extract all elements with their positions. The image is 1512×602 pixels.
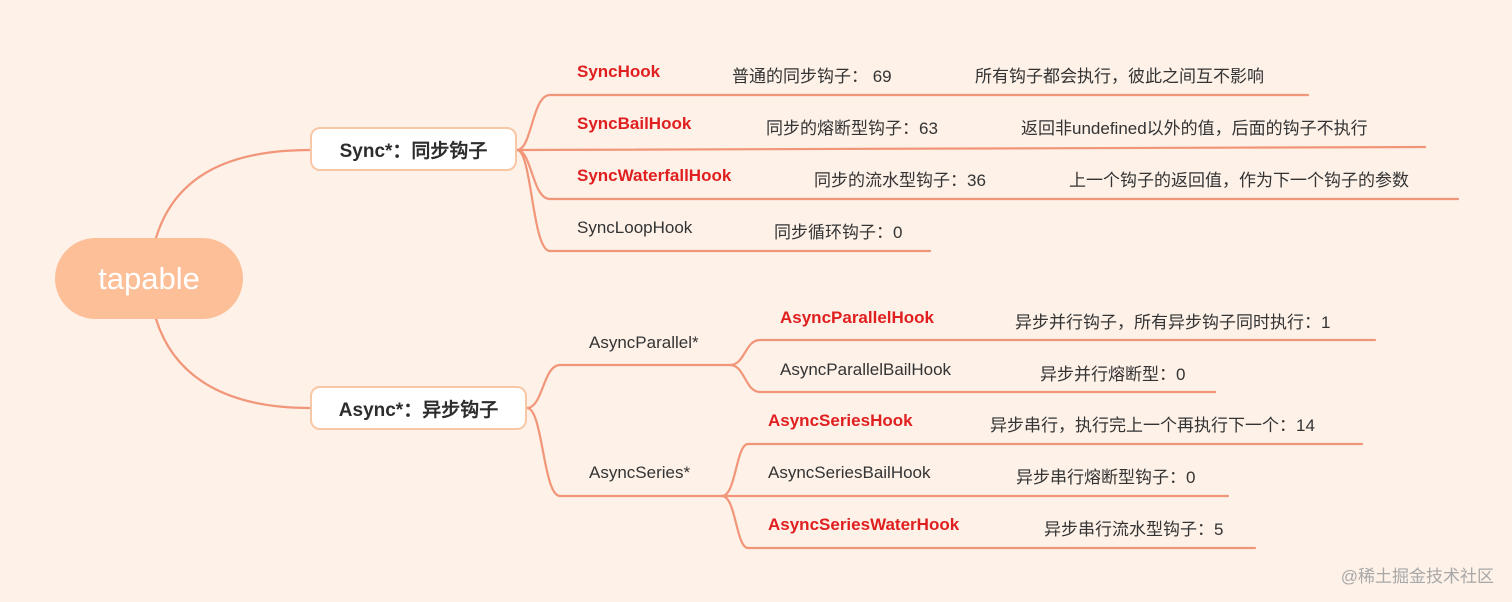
hook-name-asyncparallelhook[interactable]: AsyncParallelHook (780, 308, 935, 327)
watermark-text: @稀土掘金技术社区 (1340, 567, 1494, 586)
hook-desc-syncbailhook: 同步的熔断型钩子：63 (766, 119, 938, 138)
root-node[interactable]: tapable (55, 238, 243, 319)
async-branch-node[interactable]: Async*：异步钩子 (310, 386, 527, 430)
hook-note-synchook: 所有钩子都会执行，彼此之间互不影响 (975, 67, 1264, 86)
hook-desc-asyncserieshook: 异步串行，执行完上一个再执行下一个：14 (990, 416, 1315, 435)
sync-branch-node[interactable]: Sync*：同步钩子 (310, 127, 517, 171)
hook-desc-asyncseriesbailhook: 异步串行熔断型钩子：0 (1016, 468, 1196, 487)
hook-desc-syncloophook: 同步循环钩子：0 (774, 223, 903, 242)
hook-note-syncbailhook: 返回非undefined以外的值，后面的钩子不执行 (1021, 119, 1368, 138)
hook-desc-syncwaterfallhook: 同步的流水型钩子：36 (814, 171, 986, 190)
hook-desc-asyncparallelbailhook: 异步并行熔断型：0 (1040, 365, 1186, 384)
async-series-node[interactable]: AsyncSeries* (589, 463, 691, 482)
hook-name-asyncseriesbailhook[interactable]: AsyncSeriesBailHook (768, 463, 931, 482)
hook-note-syncwaterfallhook: 上一个钩子的返回值，作为下一个钩子的参数 (1069, 171, 1409, 190)
hook-name-asyncparallelbailhook[interactable]: AsyncParallelBailHook (780, 360, 952, 379)
hook-name-syncwaterfallhook[interactable]: SyncWaterfallHook (577, 166, 732, 185)
hook-name-asyncserieshook[interactable]: AsyncSeriesHook (768, 411, 913, 430)
hook-desc-asyncparallelhook: 异步并行钩子，所有异步钩子同时执行：1 (1015, 313, 1331, 332)
hook-desc-asyncserieswaterhook: 异步串行流水型钩子：5 (1044, 520, 1224, 539)
hook-name-asyncserieswaterhook[interactable]: AsyncSeriesWaterHook (768, 515, 960, 534)
async-parallel-node[interactable]: AsyncParallel* (589, 333, 699, 352)
hook-name-synchook[interactable]: SyncHook (577, 62, 661, 81)
hook-desc-synchook: 普通的同步钩子： 69 (732, 67, 892, 86)
hook-name-syncbailhook[interactable]: SyncBailHook (577, 114, 692, 133)
hook-name-syncloophook[interactable]: SyncLoopHook (577, 218, 693, 237)
